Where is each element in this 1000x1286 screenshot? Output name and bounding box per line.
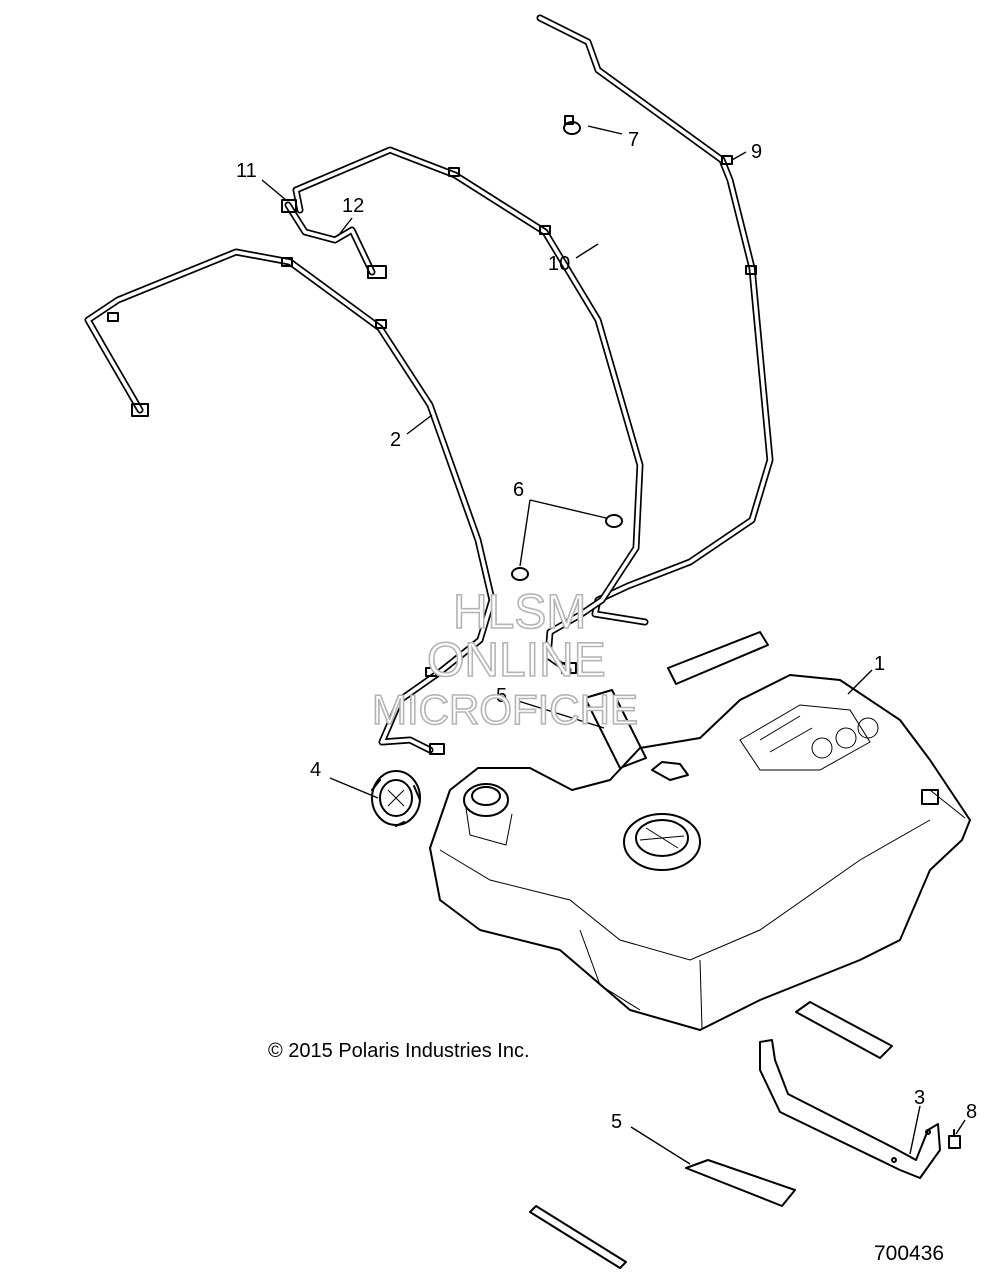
vent-hose-10 bbox=[292, 146, 644, 674]
document-number: 700436 bbox=[874, 1242, 945, 1265]
vent-fitting-11-12 bbox=[281, 199, 387, 279]
bolt-8 bbox=[948, 1129, 961, 1149]
callout-8: 8 bbox=[966, 1101, 977, 1123]
callout-5-upper: 5 bbox=[496, 685, 507, 707]
callout-2: 2 bbox=[390, 429, 401, 451]
callout-7: 7 bbox=[628, 129, 639, 151]
copyright-notice: © 2015 Polaris Industries Inc. bbox=[268, 1040, 530, 1062]
callout-10: 10 bbox=[548, 253, 570, 275]
clips-6 bbox=[511, 514, 623, 581]
vent-hose-9 bbox=[536, 14, 774, 626]
callout-6: 6 bbox=[513, 479, 524, 501]
clip-7 bbox=[563, 115, 581, 135]
callout-12: 12 bbox=[342, 195, 364, 217]
callout-3: 3 bbox=[914, 1087, 925, 1109]
fuel-cap-4 bbox=[371, 770, 421, 827]
callout-1: 1 bbox=[874, 653, 885, 675]
pad-5-upper-b bbox=[584, 689, 647, 769]
fuel-tank-1 bbox=[429, 674, 971, 1031]
callout-4: 4 bbox=[310, 759, 321, 781]
watermark: HLSM ONLINE MICROFICHE bbox=[371, 585, 639, 734]
callout-5-lower: 5 bbox=[611, 1111, 622, 1133]
pad-5-upper-a bbox=[667, 631, 769, 685]
watermark-line-2: ONLINE bbox=[427, 634, 606, 687]
watermark-line-3: MICROFICHE bbox=[372, 686, 638, 733]
callout-9: 9 bbox=[751, 141, 762, 163]
watermark-line-1: HLSM bbox=[453, 586, 586, 639]
pad-5-lower bbox=[529, 1001, 893, 1269]
tank-strap-3 bbox=[759, 1039, 941, 1179]
vent-hose-2 bbox=[84, 248, 496, 755]
leader-lines bbox=[261, 125, 966, 1165]
callout-11: 11 bbox=[236, 160, 257, 182]
